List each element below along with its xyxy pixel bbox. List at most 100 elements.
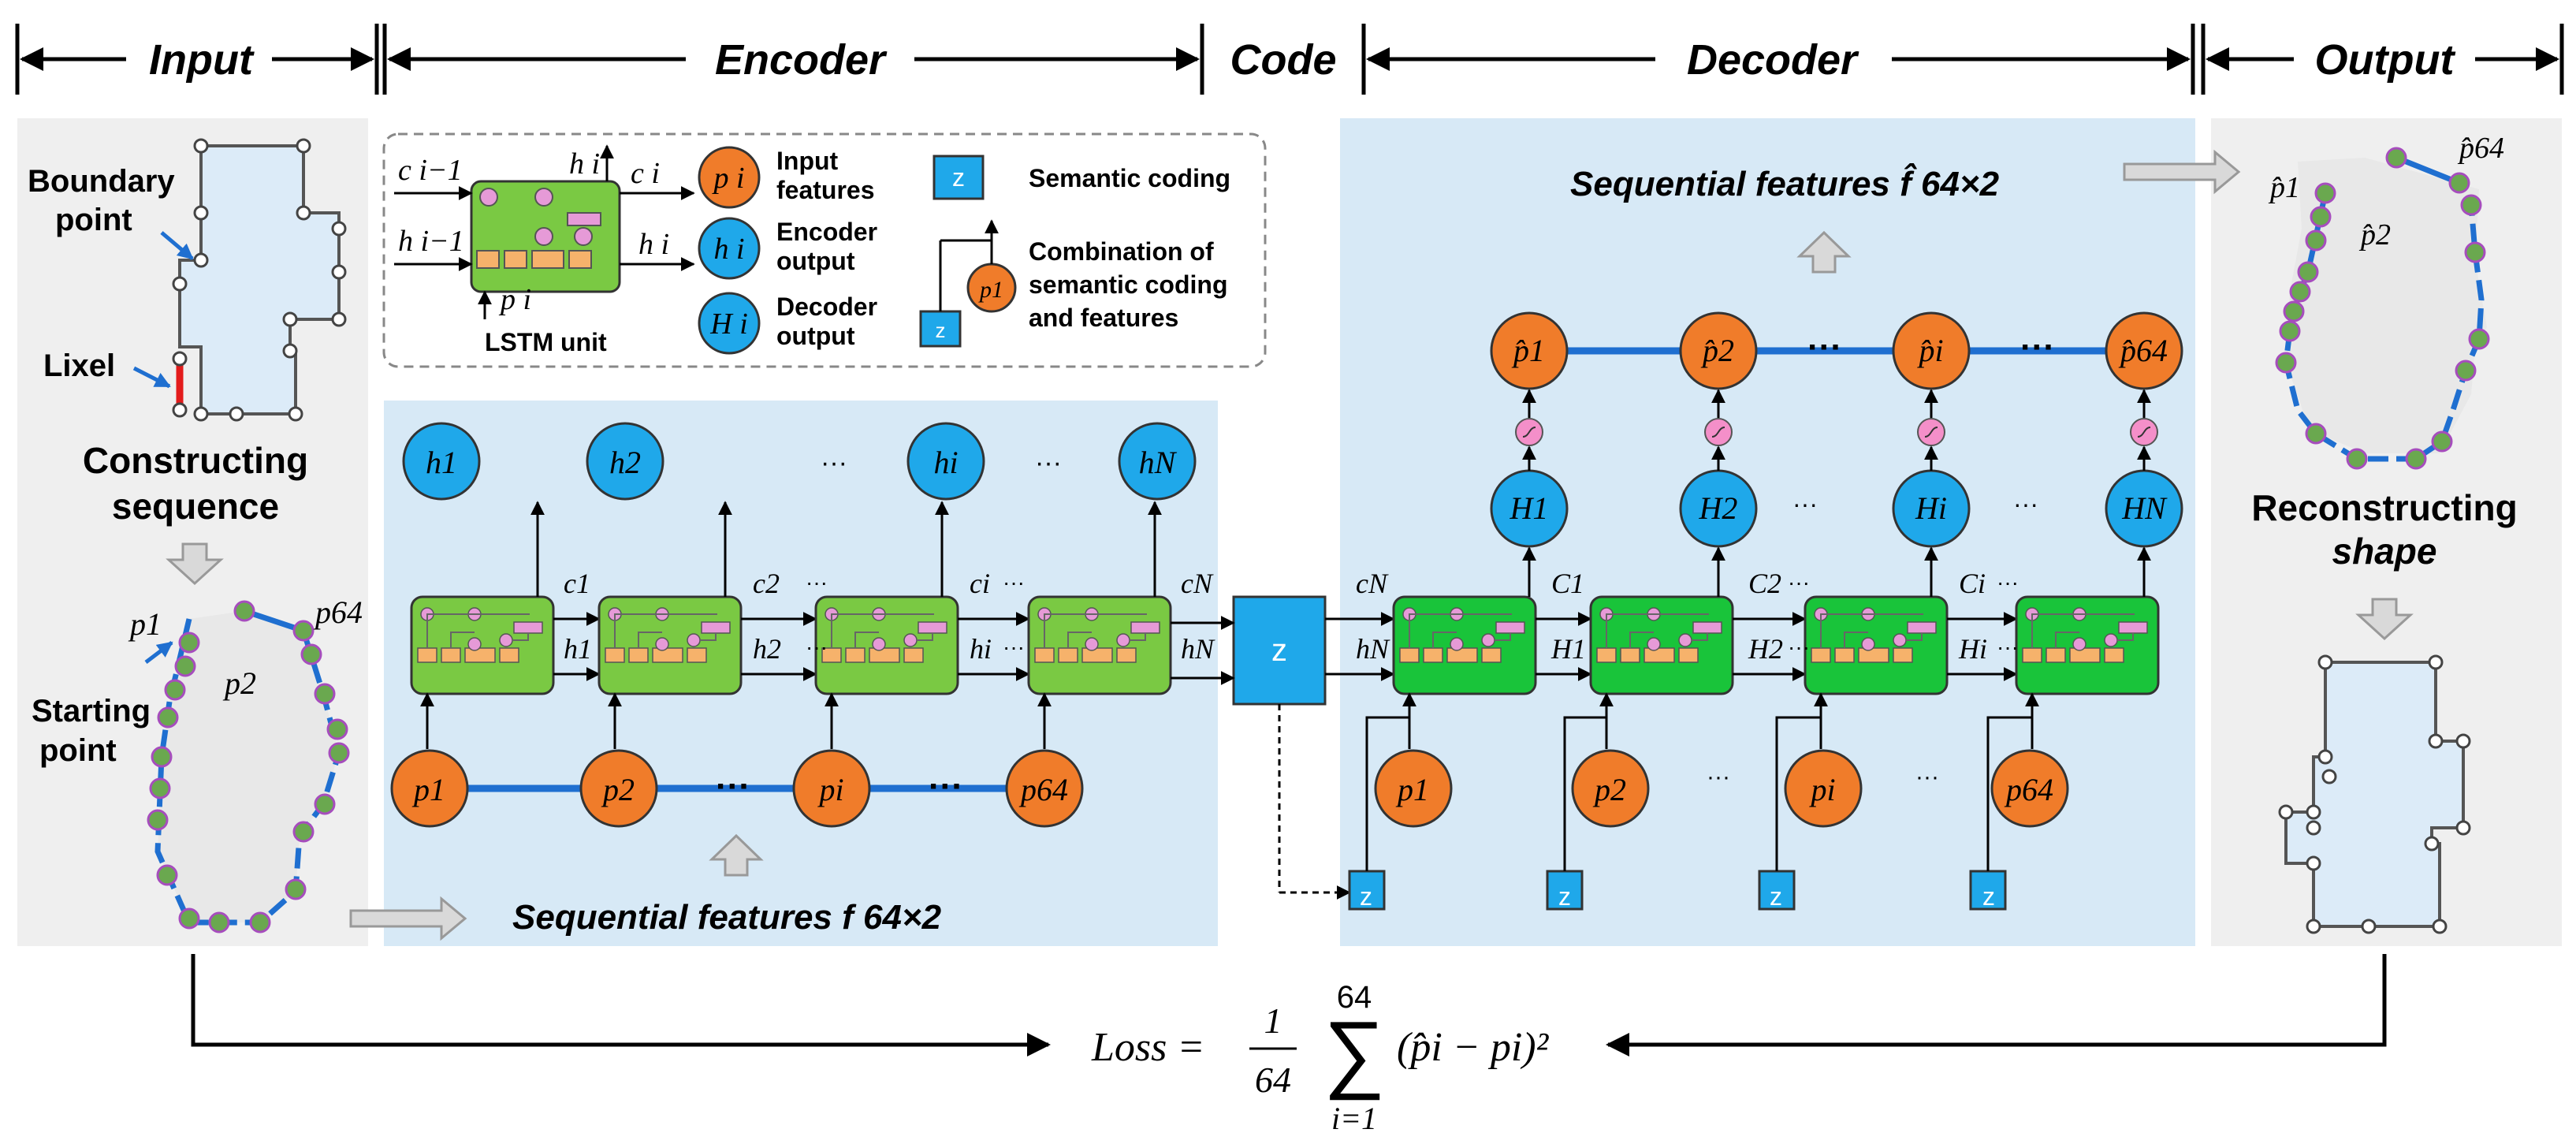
lixel-label: Lixel: [43, 348, 115, 383]
dec-seq-label: Sequential features f̂ 64×2: [1570, 162, 2000, 203]
dec-cell-2-path-a: [1820, 613, 1923, 648]
enc-c-dots-2: ···: [1003, 570, 1025, 594]
dec-lstm-cell-3: [2015, 595, 2160, 695]
enc-input-2: p2: [601, 772, 635, 807]
enc-cell-3-tanh-box: [1130, 621, 1160, 634]
dec-cell-3-gate-box-1: [2046, 647, 2066, 663]
dec-input-i: pi: [1808, 772, 1835, 807]
dec-cell-3-gate-box-3: [2104, 647, 2124, 663]
loss-lhs: Loss =: [1091, 1025, 1204, 1070]
enc-cell-0-tanh-box: [513, 621, 543, 634]
dec-hidden-1: H1: [1509, 490, 1549, 526]
dec-output-64: p̂64: [2118, 333, 2168, 368]
enc-hidden-N: hN: [1139, 445, 1178, 480]
dec-input-circle-0: [1374, 749, 1453, 828]
dec-output-dots-2: ···: [2020, 328, 2055, 367]
header-code: Code: [1230, 36, 1337, 84]
loss-arrows: [191, 954, 2387, 1056]
loss-term: (p̂i − pi)²: [1397, 1025, 1550, 1070]
starting-point-label-1: Starting: [32, 694, 151, 729]
dec-input-1: p1: [1395, 772, 1429, 807]
enc-h-dots-2: ···: [1003, 635, 1025, 659]
dec-hidden-dots-2: ···: [2013, 490, 2038, 518]
output-reconstructed-shape: [2275, 147, 2490, 470]
dec-cell-1-path-b: [1629, 632, 1654, 648]
dec-z-i: z: [1770, 882, 1782, 911]
enc-hidden-circle-2: [906, 422, 985, 501]
legend-encoder-output-2: output: [776, 247, 855, 275]
dec-cell-2-tanh-box: [1907, 621, 1937, 634]
dec-hN: hN: [1356, 633, 1390, 665]
dec-cell-3-path-b: [2055, 632, 2079, 648]
header-bar: [15, 24, 2564, 95]
dec-Hi: Hi: [1958, 633, 1987, 665]
enc-cell-0-gate-box-3: [499, 647, 519, 663]
dec-lstm-cell-0: [1392, 595, 1537, 695]
loss-frac-den: 64: [1255, 1060, 1291, 1100]
legend-c-prev: c i−1: [398, 154, 463, 187]
output-final-shape: [2278, 654, 2471, 934]
dec-hidden-dots-1: ···: [1792, 490, 1818, 518]
enc-input-i: pi: [817, 772, 843, 807]
dec-cell-3-op-2: [2072, 637, 2086, 651]
legend-z: z: [952, 163, 965, 192]
loss-frac-num: 1: [1264, 1001, 1282, 1041]
enc-cell-3-path-a: [1044, 613, 1147, 648]
legend-decoder-output-1: Decoder: [776, 293, 877, 321]
input-p2-label: p2: [222, 665, 256, 701]
header-input: Input: [149, 36, 255, 84]
enc-input-dots-2: ···: [929, 767, 963, 806]
dec-c-dots-1: ···: [1788, 570, 1810, 594]
dec-lstm-cell-2: [1804, 595, 1949, 695]
legend-decoder-output-2: output: [776, 322, 855, 350]
enc-hidden-i: hi: [933, 445, 958, 480]
enc-h1: h1: [564, 633, 592, 665]
dec-input-2: p2: [1592, 772, 1626, 807]
enc-hidden-dots-1: ···: [821, 448, 847, 478]
legend-c-out: c i: [631, 157, 660, 190]
dec-h-dots-1: ···: [1788, 635, 1810, 659]
boundary-point-label-2: point: [55, 203, 132, 237]
dec-input-circle-3: [1990, 749, 2069, 828]
enc-cell-2-op-2: [872, 637, 886, 651]
right-arrow-input: [349, 896, 467, 941]
dec-cell-1-gate-box-3: [1678, 647, 1699, 663]
dec-sigmoid-curve-0: [1522, 427, 1536, 438]
decoder-text: p̂1 p̂2 p̂i p̂64 ··· ··· H1 H2 Hi HN ···…: [1356, 328, 2168, 911]
enc-cell-1-gate-box-1: [628, 647, 649, 663]
dec-output-2: p̂2: [1700, 333, 1734, 368]
decoder-panel: [1340, 118, 2195, 946]
dec-output-i: p̂i: [1916, 333, 1943, 368]
enc-cell-0-op-2: [467, 637, 482, 651]
dec-cell-2-path-b: [1844, 632, 1868, 648]
input-p1-label: p1: [128, 606, 162, 642]
dec-sigmoid-curve-2: [1924, 427, 1938, 438]
enc-h2: h2: [753, 633, 781, 665]
legend-z-box: [932, 155, 985, 200]
dec-cell-1-tanh-box: [1692, 621, 1722, 634]
decoder-cells: [1348, 311, 2183, 911]
dec-cell-1-path-a: [1606, 613, 1709, 648]
enc-lstm-cell-3: [1027, 595, 1172, 695]
dec-input-dots-1: ···: [1707, 764, 1730, 790]
dec-output-circle-2: [1892, 311, 1971, 390]
enc-cell-1-op-3: [687, 633, 701, 647]
dec-cell-2-gate-box-2: [1858, 647, 1889, 663]
enc-hidden-dots-2: ···: [1035, 448, 1062, 478]
dec-cell-0-gate-box-2: [1446, 647, 1478, 663]
dec-sigmoid-curve-3: [2137, 427, 2151, 438]
dec-input-circle-2: [1784, 749, 1863, 828]
enc-c-dots-1: ···: [806, 570, 828, 594]
enc-input-circle-3: [1005, 749, 1084, 828]
output-p2-label: p̂2: [2358, 218, 2391, 252]
legend-h-prev: h i−1: [398, 225, 464, 258]
enc-cell-1-path-b: [638, 632, 662, 648]
enc-input-1: p1: [411, 772, 445, 807]
legend-input-features-1: Input: [776, 147, 839, 175]
up-arrow-encoder: [709, 833, 764, 877]
enc-cell-3-gate-box-0: [1034, 647, 1055, 663]
dec-cell-0-path-c: [1495, 633, 1511, 641]
encoder-text: h1 h2 hi hN ··· ··· c1 c2 ci cN h1 h2 hi…: [411, 445, 1215, 807]
dec-hidden-2: H2: [1699, 490, 1738, 526]
